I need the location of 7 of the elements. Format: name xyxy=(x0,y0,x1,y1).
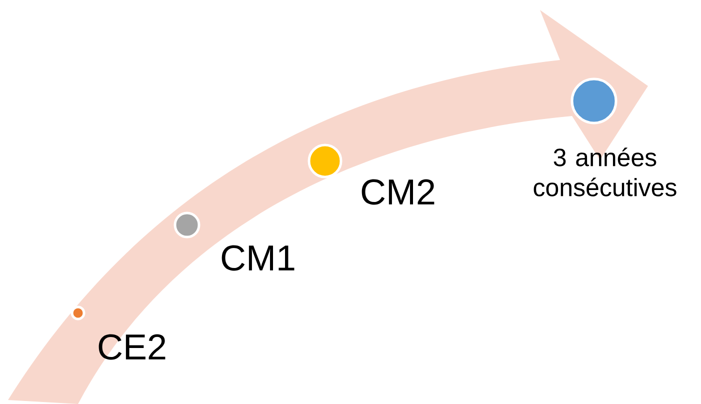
milestone-dot xyxy=(570,78,618,124)
milestone-label: CM2 xyxy=(362,179,434,205)
milestone-dot xyxy=(70,306,86,320)
milestone-label: 3 années consécutives xyxy=(534,148,676,196)
milestone-dot xyxy=(174,212,200,238)
milestone-label: CE2 xyxy=(98,334,166,360)
milestone-label: CM1 xyxy=(222,245,294,271)
